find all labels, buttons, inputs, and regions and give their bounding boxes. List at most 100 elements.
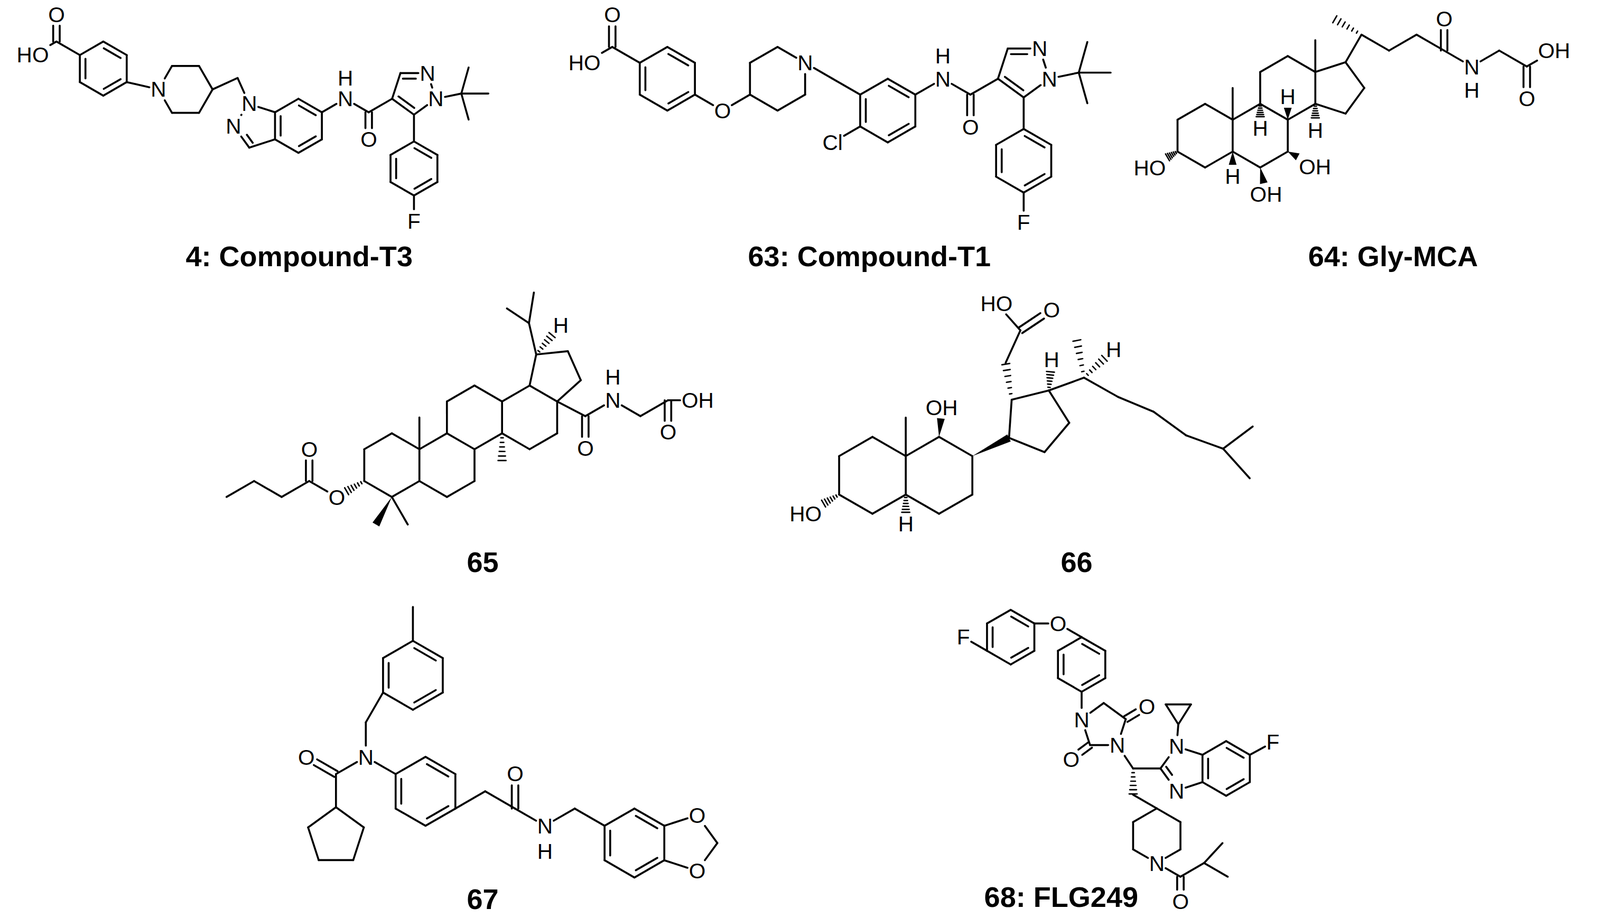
bond-line — [515, 808, 537, 822]
bond-line — [1165, 868, 1181, 878]
bond-line — [1160, 757, 1169, 769]
bond-line — [1342, 22, 1345, 27]
atom-label: HO — [16, 44, 50, 67]
bond-line — [56, 41, 80, 56]
bond-line — [1178, 704, 1192, 725]
bond-line — [804, 73, 807, 95]
bond-line — [1256, 113, 1264, 116]
bond-line — [274, 98, 299, 113]
atom-label: OH — [1250, 183, 1283, 206]
bond-line — [971, 642, 988, 651]
bond-line — [667, 399, 681, 402]
bond-line — [1205, 104, 1233, 120]
bond-line — [904, 456, 907, 496]
bond-line — [414, 148, 432, 158]
atom-label: N — [428, 88, 444, 110]
bond-line — [585, 405, 604, 416]
bond-line — [839, 436, 873, 457]
bond-line — [603, 825, 606, 861]
bond-line — [635, 816, 658, 830]
bond-line — [971, 456, 974, 496]
bond-line — [1182, 877, 1185, 891]
atom-label: N — [358, 746, 374, 769]
bond-line — [609, 831, 612, 857]
atom-label: HO — [980, 293, 1013, 315]
bond-line — [79, 81, 104, 96]
atom-label: N — [605, 389, 621, 412]
bond-line — [1047, 386, 1050, 389]
bond-line — [474, 385, 502, 402]
atom-label: N — [241, 93, 257, 116]
bond-line — [1011, 390, 1049, 400]
atom-label: F — [1017, 211, 1031, 234]
bond-line — [938, 494, 973, 514]
bond-line — [320, 112, 323, 140]
atom-label: F — [1266, 731, 1280, 754]
compound-caption: 66 — [1060, 546, 1093, 580]
bond-line — [1131, 772, 1134, 775]
bond-line — [972, 94, 975, 116]
bond-line — [1078, 72, 1088, 104]
bond-line — [1129, 789, 1137, 792]
bond-line — [1313, 107, 1318, 110]
bond-line — [447, 433, 475, 450]
bond-line — [608, 26, 611, 48]
bond-line — [639, 94, 668, 111]
bond-line — [1522, 66, 1525, 88]
bond-line — [991, 627, 994, 648]
bond-line — [1132, 822, 1135, 850]
bond-line — [473, 449, 476, 481]
bond-line — [499, 446, 505, 449]
bond-line — [938, 436, 973, 457]
wedge-bond — [372, 497, 392, 527]
bond-line — [1132, 808, 1157, 823]
bond-line — [1204, 863, 1229, 878]
bond-line — [835, 495, 837, 498]
bond-line — [1480, 50, 1500, 62]
bond-line — [621, 405, 641, 416]
bond-line — [501, 385, 530, 402]
bond-line — [1081, 370, 1084, 374]
bond-line — [1034, 622, 1049, 626]
bond-line — [1346, 24, 1350, 30]
bond-line — [382, 658, 385, 693]
bond-line — [1095, 363, 1100, 368]
bond-line — [888, 86, 909, 98]
bond-line — [749, 62, 752, 95]
bond-line — [1076, 352, 1083, 354]
bond-line — [1165, 153, 1170, 161]
bond-line — [125, 54, 128, 82]
bond-line — [392, 481, 420, 498]
bond-line — [1315, 104, 1346, 115]
bond-line — [901, 512, 910, 514]
bond-line — [1177, 724, 1179, 736]
bond-line — [1057, 637, 1082, 651]
bond-line — [1048, 390, 1070, 423]
bond-line — [1077, 358, 1083, 360]
atom-label: O — [689, 804, 706, 827]
atom-label: H — [1464, 79, 1480, 102]
bond-line — [1130, 785, 1137, 787]
atom-label: O — [1518, 87, 1536, 110]
bond-line — [1345, 34, 1362, 63]
bond-line — [281, 481, 310, 498]
atom-label: H — [1252, 117, 1268, 140]
bond-line — [528, 323, 537, 355]
bond-line — [1127, 714, 1140, 722]
bond-line — [860, 78, 888, 95]
bond-line — [258, 106, 276, 113]
bond-line — [903, 505, 909, 508]
bond-line — [914, 94, 917, 127]
bond-line — [860, 126, 888, 143]
atom-label: N — [537, 815, 553, 837]
bond-line — [998, 48, 1009, 79]
bond-line — [1444, 50, 1463, 62]
bond-line — [392, 433, 420, 450]
bond-line — [52, 25, 55, 42]
bond-line — [568, 351, 582, 381]
atom-label: OH — [1538, 39, 1571, 62]
bond-line — [498, 455, 506, 458]
atom-label: O — [1138, 695, 1156, 718]
atom-label: H — [935, 44, 951, 67]
bond-line — [126, 81, 150, 88]
